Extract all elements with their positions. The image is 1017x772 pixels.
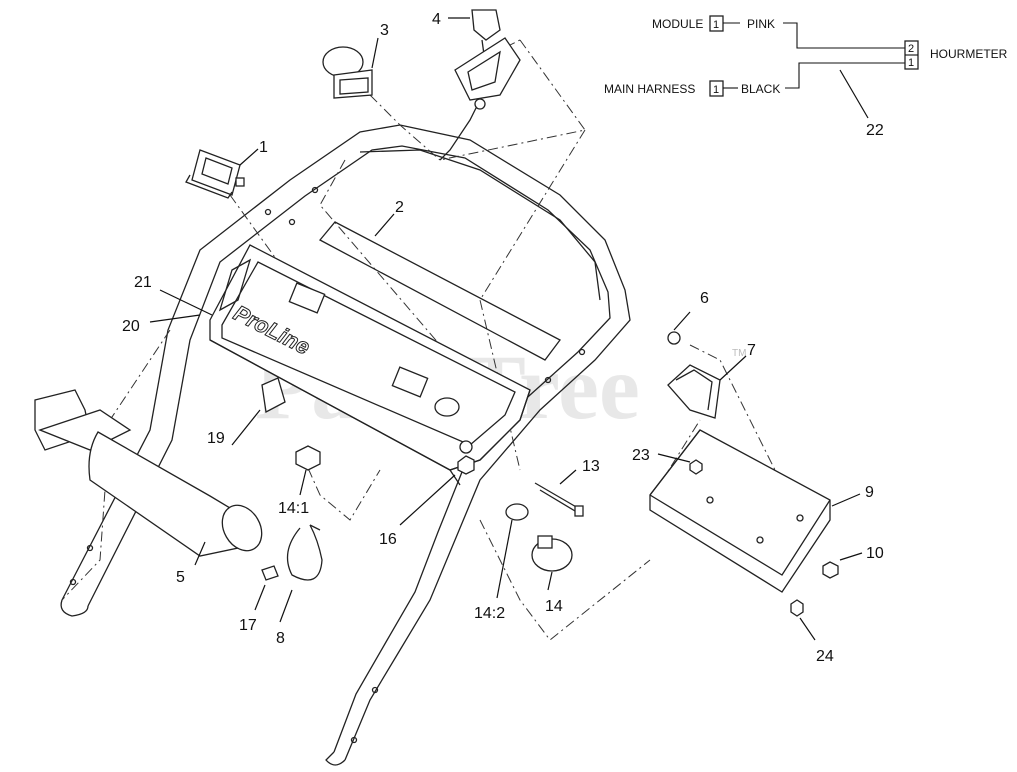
watermark-trademark: TM	[732, 348, 746, 359]
callout-labels: 1 2 3 4 5 6 7 8 9 10 13 14 14:1 14:2 16 …	[122, 11, 884, 665]
callout-1: 1	[259, 139, 268, 156]
callout-14-1: 14:1	[278, 500, 309, 517]
callout-3: 3	[380, 22, 389, 39]
callout-21: 21	[134, 274, 152, 291]
callout-10: 10	[866, 545, 884, 562]
wiring-black-label: BLACK	[741, 82, 780, 96]
handle-frame	[60, 124, 631, 766]
callout-14: 14	[545, 598, 563, 615]
leader-lines	[149, 17, 869, 641]
push-switch-14	[531, 535, 573, 572]
wiring-main-harness-label: MAIN HARNESS	[604, 82, 695, 96]
wiring-schematic: MODULE 1 PINK MAIN HARNESS 1 BLACK 2 1 H…	[604, 15, 1008, 97]
callout-4: 4	[432, 11, 441, 28]
throttle-lever-part	[439, 9, 521, 161]
callout-2: 2	[395, 199, 404, 216]
callout-14-2: 14:2	[474, 605, 505, 622]
callout-13: 13	[582, 458, 600, 475]
callout-9: 9	[865, 484, 874, 501]
wiring-main-harness-pin: 1	[713, 84, 719, 96]
wiring-module-pin: 1	[713, 19, 719, 31]
wiring-pink-label: PINK	[747, 17, 775, 31]
decal-part-19	[261, 377, 286, 414]
hourmeter-part	[185, 149, 245, 199]
callout-19: 19	[207, 430, 225, 447]
callout-24: 24	[816, 648, 834, 665]
callout-8: 8	[276, 630, 285, 647]
washer-14-2	[505, 503, 529, 521]
bolt-13	[534, 482, 584, 517]
bracket-assembly	[649, 331, 839, 617]
wiring-module-label: MODULE	[652, 17, 703, 31]
wiring-hourmeter-pin-bottom: 1	[908, 57, 914, 69]
wiring-hourmeter-pin-top: 2	[908, 43, 914, 55]
key-switch-part	[322, 46, 373, 99]
callout-7: 7	[747, 342, 756, 359]
callout-20: 20	[122, 318, 140, 335]
callout-17: 17	[239, 617, 257, 634]
callout-5: 5	[176, 569, 185, 586]
grip-tube-part	[34, 389, 263, 557]
control-panel: ProLine	[209, 221, 561, 486]
callout-23: 23	[632, 447, 650, 464]
nut-16	[457, 455, 475, 475]
callout-6: 6	[700, 290, 709, 307]
strap-clamp-part	[261, 524, 323, 581]
callout-16: 16	[379, 531, 397, 548]
wiring-hourmeter-label: HOURMETER	[930, 47, 1008, 61]
hex-nut-14-1	[295, 445, 321, 471]
callout-22: 22	[866, 122, 884, 139]
